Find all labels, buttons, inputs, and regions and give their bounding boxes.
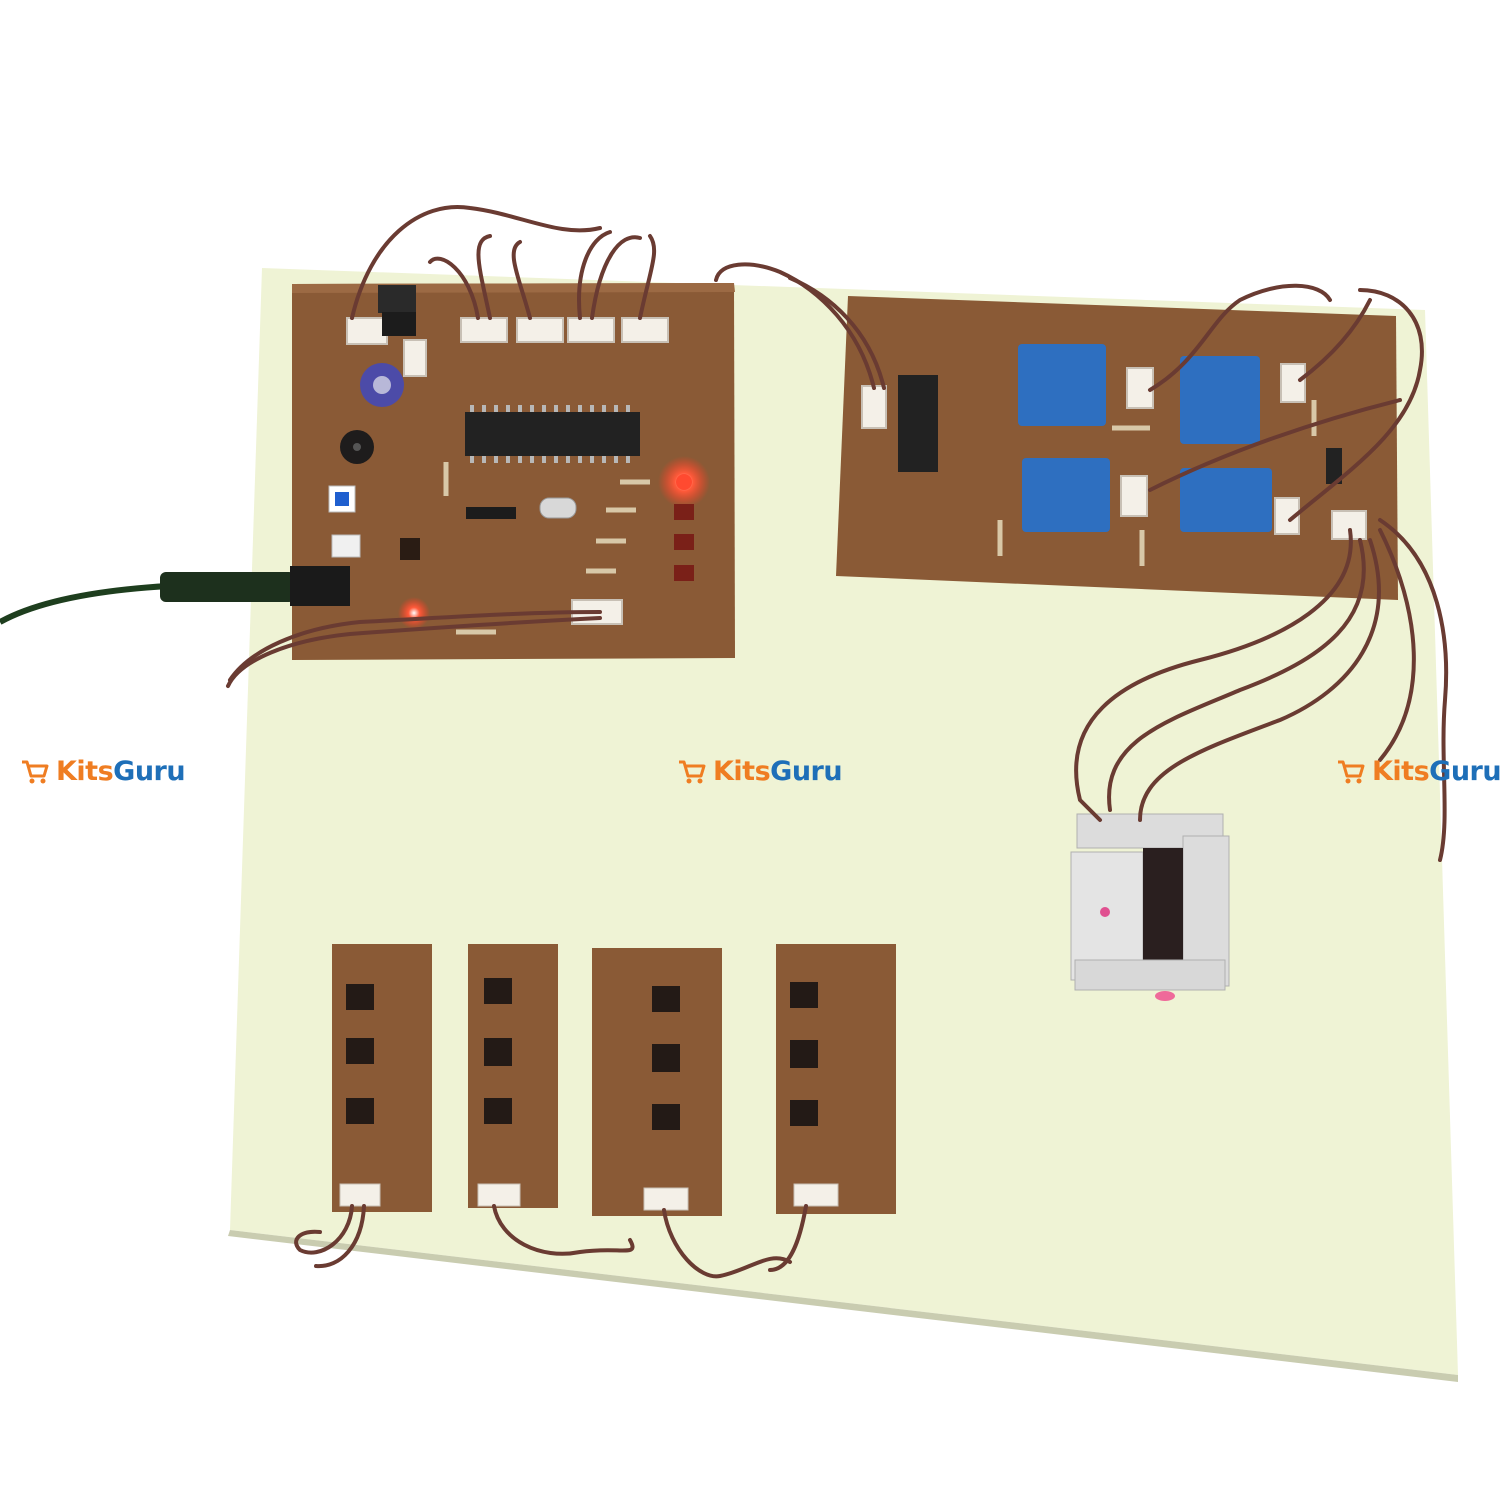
power-led	[398, 597, 430, 629]
relay-pcb	[836, 296, 1398, 600]
keypad-4	[776, 944, 896, 1214]
status-leds	[658, 456, 710, 581]
shopping-cart-icon	[679, 760, 706, 783]
shopping-cart-icon	[1338, 760, 1365, 783]
shopping-cart-icon	[22, 760, 49, 783]
reset-button	[400, 538, 420, 560]
keypad-3	[592, 948, 722, 1216]
keypad-1	[332, 944, 432, 1212]
ic-pins	[470, 405, 630, 463]
relays	[1018, 344, 1272, 532]
watermark-kits: Kits	[1372, 756, 1430, 787]
watermark-kits: Kits	[56, 756, 114, 787]
keypad-2	[468, 944, 558, 1208]
pin-header	[466, 507, 516, 519]
watermark-kits: Kits	[713, 756, 771, 787]
dc-plug	[160, 572, 295, 602]
solenoid-lock	[1070, 813, 1230, 1001]
keypad-boards	[332, 944, 896, 1216]
crystal-oscillator	[539, 497, 577, 519]
resistors	[443, 462, 650, 635]
microcontroller-ic	[465, 412, 640, 456]
relay-resistors	[997, 400, 1317, 566]
board-edge-shadow	[228, 1230, 1458, 1382]
watermark-guru: Guru	[113, 756, 186, 787]
kitsguru-watermark-center: KitsGuru	[677, 756, 843, 787]
relay-connectors	[861, 363, 1367, 540]
kitsguru-watermark-left: KitsGuru	[20, 756, 186, 787]
kitsguru-watermark-right: KitsGuru	[1336, 758, 1500, 785]
ribbon-wires	[226, 205, 1449, 1279]
power-cable	[0, 583, 169, 625]
watermark-guru: Guru	[770, 756, 843, 787]
voltage-regulator	[378, 285, 416, 313]
controller-pcb	[292, 283, 735, 660]
watermark-guru: Guru	[1429, 756, 1500, 787]
driver-ic	[898, 375, 938, 472]
